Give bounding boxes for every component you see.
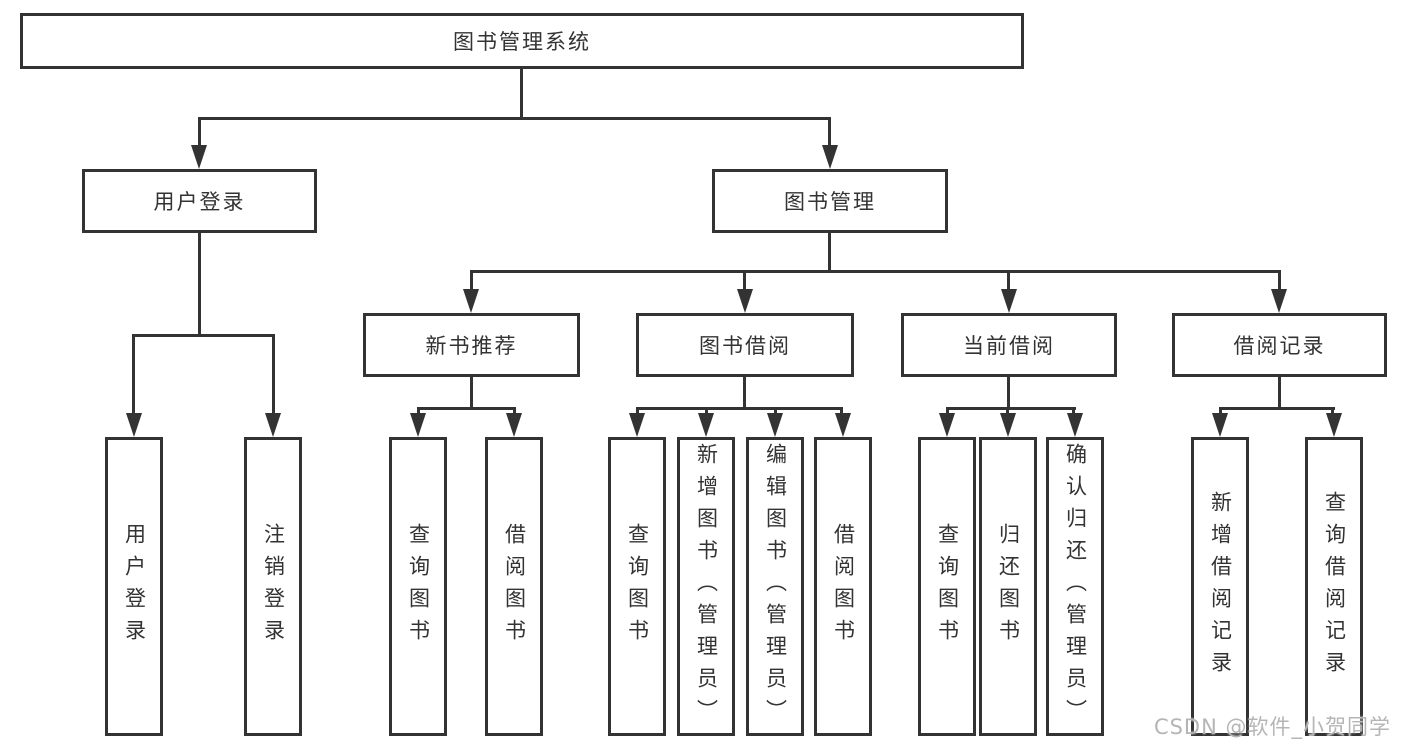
connector-line <box>705 407 708 417</box>
connector-line <box>1331 407 1334 417</box>
connector-line <box>743 270 746 292</box>
leaf-return-books: 归还图书 <box>979 437 1037 736</box>
arrowhead-down <box>191 145 207 169</box>
connector-line <box>1007 270 1010 292</box>
arrowhead-down <box>1067 413 1083 437</box>
leaf-logout: 注销登录 <box>244 437 302 736</box>
leaf-label: 用户登录 <box>122 522 147 651</box>
node-label: 新书推荐 <box>425 334 518 358</box>
connector-line <box>1278 270 1281 292</box>
leaf-borrow-books: 借阅图书 <box>814 437 872 736</box>
node-new-book-recommend: 新书推荐 <box>363 313 580 377</box>
leaf-edit-books-admin: 编辑图书（管理员） <box>746 437 804 736</box>
leaf-confirm-return-admin: 确认归还（管理员） <box>1046 437 1104 736</box>
arrowhead-down <box>737 289 753 313</box>
leaf-label: 确认归还（管理员） <box>1063 442 1088 731</box>
arrowhead-down <box>463 289 479 313</box>
arrowhead-down <box>506 413 522 437</box>
leaf-add-books-admin: 新增图书（管理员） <box>677 437 735 736</box>
connector-line <box>636 407 639 417</box>
leaf-label: 新增图书（管理员） <box>694 442 719 731</box>
connector-line <box>828 232 831 272</box>
leaf-user-login: 用户登录 <box>105 437 163 736</box>
node-label: 当前借阅 <box>963 334 1055 358</box>
arrowhead-down <box>1212 413 1228 437</box>
arrowhead-down <box>126 413 142 437</box>
connector-line <box>828 117 831 150</box>
leaf-label: 借阅图书 <box>502 522 527 651</box>
arrowhead-down <box>629 413 645 437</box>
node-book-borrowing: 图书借阅 <box>636 313 854 377</box>
connector-line <box>520 68 523 119</box>
leaf-add-borrow-record: 新增借阅记录 <box>1191 437 1249 736</box>
leaf-label: 归还图书 <box>996 522 1021 651</box>
arrowhead-down <box>1271 289 1287 313</box>
connector-line <box>1007 376 1010 409</box>
node-label: 用户登录 <box>153 190 246 214</box>
leaf-query-books-current: 查询图书 <box>918 437 976 736</box>
node-book-management: 图书管理 <box>712 169 948 233</box>
connector-line <box>946 407 949 417</box>
connector-line <box>470 376 473 409</box>
leaf-query-books-borrow: 查询图书 <box>608 437 666 736</box>
connector-line <box>1219 407 1222 417</box>
arrowhead-down <box>822 145 838 169</box>
connector-line <box>272 334 275 414</box>
leaf-label: 查询图书 <box>935 522 960 651</box>
arrowhead-down <box>767 413 783 437</box>
connector-line <box>417 407 516 410</box>
connector-line <box>1072 407 1075 417</box>
leaf-label: 查询图书 <box>625 522 650 651</box>
leaf-label: 编辑图书（管理员） <box>763 442 788 731</box>
leaf-label: 查询图书 <box>406 522 431 651</box>
arrowhead-down <box>1000 413 1016 437</box>
csdn-watermark: CSDN @软件_小贺同学 <box>1153 715 1391 739</box>
connector-line <box>470 270 1281 273</box>
leaf-query-borrow-record: 查询借阅记录 <box>1305 437 1363 736</box>
arrowhead-down <box>1326 413 1342 437</box>
arrowhead-down <box>265 413 281 437</box>
arrowhead-down <box>835 413 851 437</box>
connector-line <box>132 334 135 414</box>
connector-line <box>774 407 777 417</box>
connector-line <box>198 117 201 150</box>
connector-line <box>198 232 201 336</box>
node-label: 图书管理系统 <box>453 30 591 54</box>
connector-line <box>743 376 746 409</box>
arrowhead-down <box>410 413 426 437</box>
node-library-management-system: 图书管理系统 <box>20 13 1024 69</box>
connector-line <box>417 407 420 417</box>
node-user-login: 用户登录 <box>82 169 317 233</box>
leaf-label: 新增借阅记录 <box>1208 490 1233 683</box>
connector-line <box>946 407 1076 410</box>
node-label: 借阅记录 <box>1233 334 1326 358</box>
connector-line <box>513 407 516 417</box>
arrowhead-down <box>939 413 955 437</box>
node-label: 图书管理 <box>784 190 876 214</box>
leaf-borrow-books-recommend: 借阅图书 <box>485 437 543 736</box>
leaf-label: 注销登录 <box>261 522 286 651</box>
connector-line <box>470 270 473 292</box>
connector-line <box>198 117 831 120</box>
node-borrowing-records: 借阅记录 <box>1172 313 1387 377</box>
connector-line <box>1006 407 1009 417</box>
connector-line <box>132 334 275 337</box>
leaf-label: 借阅图书 <box>831 522 856 651</box>
connector-line <box>1219 407 1335 410</box>
connector-line <box>840 407 843 417</box>
arrowhead-down <box>698 413 714 437</box>
connector-line <box>1278 376 1281 409</box>
connector-line <box>636 407 843 410</box>
node-label: 图书借阅 <box>699 334 791 358</box>
node-current-borrowing: 当前借阅 <box>901 313 1117 377</box>
arrowhead-down <box>1001 289 1017 313</box>
leaf-label: 查询借阅记录 <box>1322 490 1347 683</box>
leaf-query-books-recommend: 查询图书 <box>389 437 447 736</box>
